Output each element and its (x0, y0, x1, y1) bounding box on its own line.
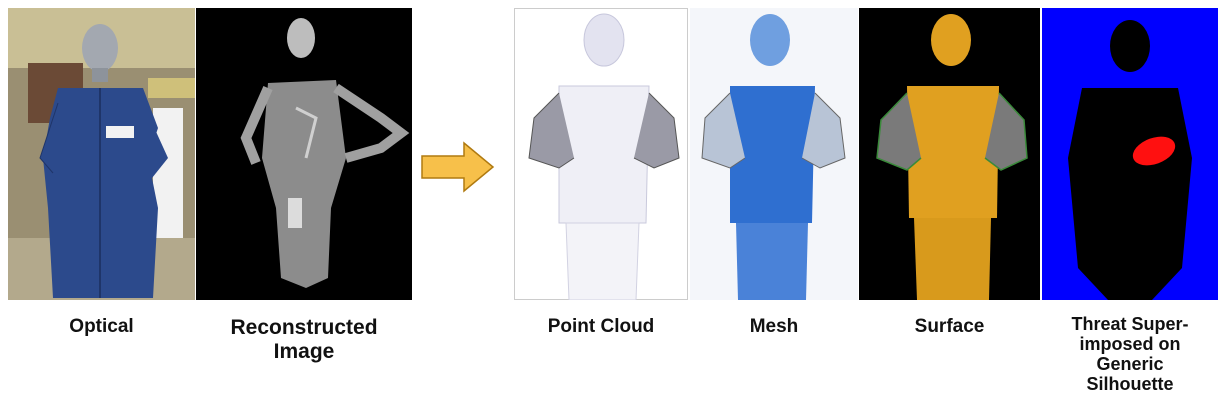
caption-threat: Threat Super- imposed on Generic Silhoue… (1042, 314, 1218, 395)
caption-reconstructed: Reconstructed Image (196, 316, 412, 363)
right-arrow-icon (420, 140, 496, 194)
reconstructed-image (196, 8, 412, 300)
caption-mesh: Mesh (690, 316, 858, 337)
surface-render (859, 8, 1040, 300)
caption-surface: Surface (859, 316, 1040, 337)
optical-photo (8, 8, 195, 300)
threat-silhouette-render (1042, 8, 1218, 300)
point-cloud-render (514, 8, 688, 300)
caption-point-cloud: Point Cloud (514, 316, 688, 337)
caption-optical: Optical (8, 316, 195, 337)
mesh-render (690, 8, 858, 300)
